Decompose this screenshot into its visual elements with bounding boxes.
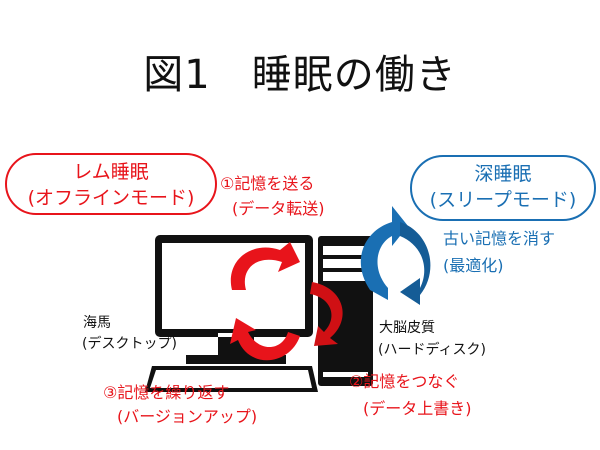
step2-sub: (データ上書き) [363, 399, 472, 418]
step3-label: ③記憶を繰り返す [103, 383, 230, 402]
rem-sleep-mode: (オフラインモード) [27, 187, 195, 209]
deep-action-sub: (最適化) [443, 256, 504, 275]
step1-sub: (データ転送) [232, 199, 325, 218]
red-cycle-arrows [230, 242, 343, 361]
cortex-sub: (ハードディスク) [378, 342, 486, 358]
step2-label: ②記憶をつなぐ [349, 372, 460, 391]
deep-sleep-box: 深睡眠 (スリープモード) [410, 155, 596, 221]
step1-label: ①記憶を送る [220, 174, 315, 193]
blue-cycle-arrows [360, 206, 431, 305]
rem-sleep-box: レム睡眠 (オフラインモード) [5, 153, 217, 215]
deep-sleep-label: 深睡眠 [474, 163, 532, 185]
cortex-label: 大脳皮質 [379, 320, 435, 336]
deep-action-label: 古い記憶を消す [443, 229, 556, 248]
deep-sleep-mode: (スリープモード) [429, 189, 577, 211]
hippocampus-label: 海馬 [83, 315, 111, 331]
rem-sleep-label: レム睡眠 [73, 161, 149, 183]
hippocampus-sub: (デスクトップ) [82, 336, 177, 352]
step3-sub: (バージョンアップ) [117, 407, 258, 426]
keyboard-icon [145, 366, 318, 392]
figure-title: 図1 睡眠の働き [143, 52, 457, 98]
tower-icon [318, 236, 373, 386]
